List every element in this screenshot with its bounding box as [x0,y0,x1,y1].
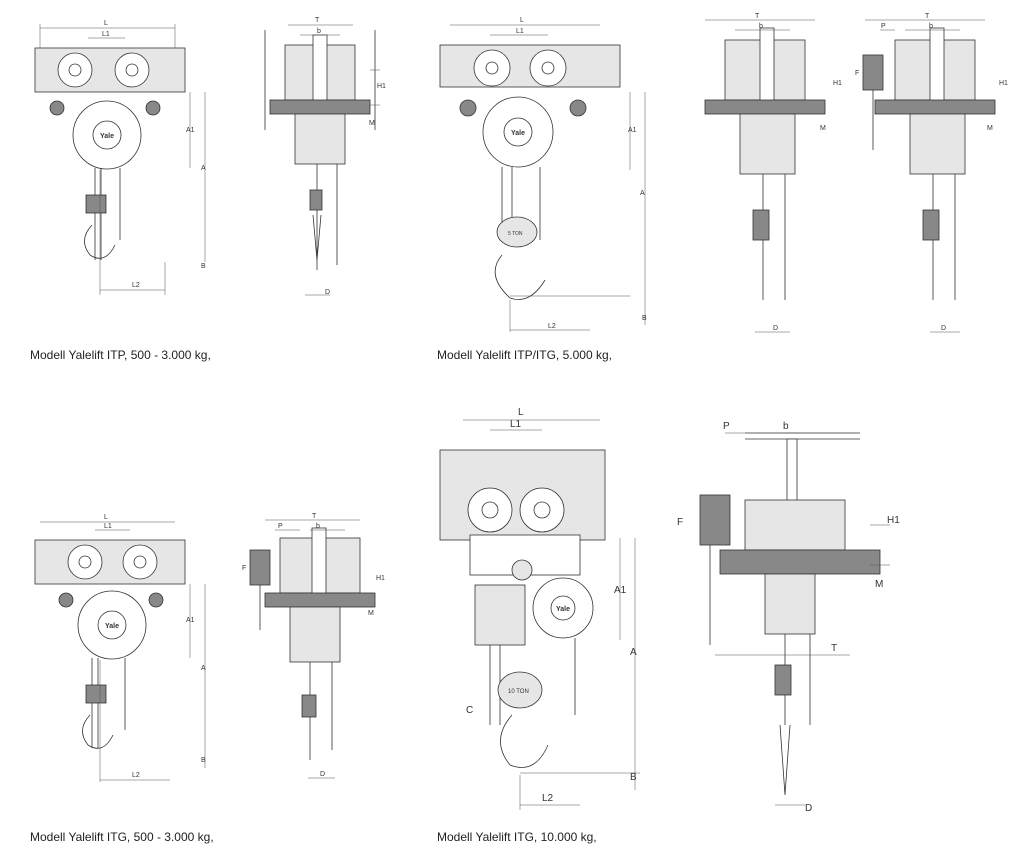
svg-text:b: b [929,23,933,30]
svg-text:A1: A1 [186,617,195,624]
svg-text:L2: L2 [548,323,556,330]
svg-text:M: M [820,125,826,132]
diagram-itg-front: Yale L L1 A1 A B L2 [0,500,230,800]
svg-text:T: T [315,17,320,24]
svg-text:M: M [368,610,374,617]
svg-text:H1: H1 [376,575,385,582]
svg-text:A: A [201,165,206,172]
svg-text:D: D [325,289,330,296]
caption-itp-itg-5000: Modell Yalelift ITP/ITG, 5.000 kg, [437,348,612,362]
svg-text:D: D [941,325,946,332]
svg-text:5 TON: 5 TON [508,231,523,237]
svg-text:L1: L1 [516,28,524,35]
svg-text:10 TON: 10 TON [508,689,529,695]
svg-text:b: b [759,23,763,30]
svg-text:B: B [630,772,637,783]
side-view-right: T P b F H1 M D [855,13,1008,333]
svg-text:L1: L1 [510,419,522,430]
svg-text:A1: A1 [614,585,627,596]
svg-text:B: B [642,315,647,322]
svg-text:b: b [783,421,789,432]
svg-text:T: T [925,13,930,20]
yale-logo: Yale [100,133,114,140]
svg-text:P: P [278,523,283,530]
svg-text:b: b [316,523,320,530]
svg-text:A1: A1 [186,127,195,134]
caption-itg-10000: Modell Yalelift ITG, 10.000 kg, [437,830,597,844]
svg-text:H1: H1 [377,83,386,90]
svg-text:A: A [201,665,206,672]
svg-text:L2: L2 [132,772,140,779]
caption-itg-small: Modell Yalelift ITG, 500 - 3.000 kg, [30,830,214,844]
side-view-left: T b H1 M D [704,13,842,333]
diagram-itp-side: T b H1 M D [255,0,390,320]
svg-text:L1: L1 [102,31,110,38]
caption-itp-small: Modell Yalelift ITP, 500 - 3.000 kg, [30,348,211,362]
yale-logo: Yale [105,623,119,630]
svg-text:T: T [312,513,317,520]
diagram-itg-10000-front: Yale 10 TON L L1 A1 A B L2 C [430,395,660,820]
diagram-itp-itg-5000-front: Yale 5 TON L L1 A1 A B L2 [430,0,660,340]
diagram-itp-itg-5000-side: T b H1 M D T P b F H1 M D [695,0,1024,340]
svg-text:M: M [987,125,993,132]
svg-text:L2: L2 [542,793,554,804]
svg-text:L2: L2 [132,282,140,289]
svg-text:B: B [201,263,206,270]
yale-logo: Yale [511,130,525,137]
svg-text:F: F [855,70,859,77]
svg-text:D: D [320,771,325,778]
svg-text:D: D [773,325,778,332]
svg-text:M: M [875,579,883,590]
diagram-itp-front: Yale L L1 A1 A B L2 [0,0,230,320]
svg-text:L1: L1 [104,523,112,530]
diagram-itg-side: T P b F H1 M D [240,500,390,800]
svg-text:L: L [520,17,524,24]
svg-text:F: F [242,565,246,572]
svg-text:B: B [201,757,206,764]
svg-text:T: T [831,643,837,654]
svg-text:D: D [805,803,812,814]
svg-text:A1: A1 [628,127,637,134]
svg-text:L: L [104,20,108,27]
svg-text:C: C [466,705,473,716]
diagram-itg-10000-side: P b F H1 M T D [665,395,925,820]
svg-text:M: M [369,120,375,127]
svg-text:A: A [640,190,645,197]
svg-text:F: F [677,517,683,528]
svg-text:H1: H1 [887,515,900,526]
svg-text:L: L [104,514,108,521]
svg-text:L: L [518,407,524,418]
yale-logo: Yale [556,606,570,613]
svg-text:H1: H1 [999,80,1008,87]
svg-text:P: P [881,23,886,30]
svg-text:P: P [723,421,730,432]
svg-text:b: b [317,28,321,35]
svg-text:A: A [630,647,637,658]
svg-text:H1: H1 [833,80,842,87]
svg-text:T: T [755,13,760,20]
